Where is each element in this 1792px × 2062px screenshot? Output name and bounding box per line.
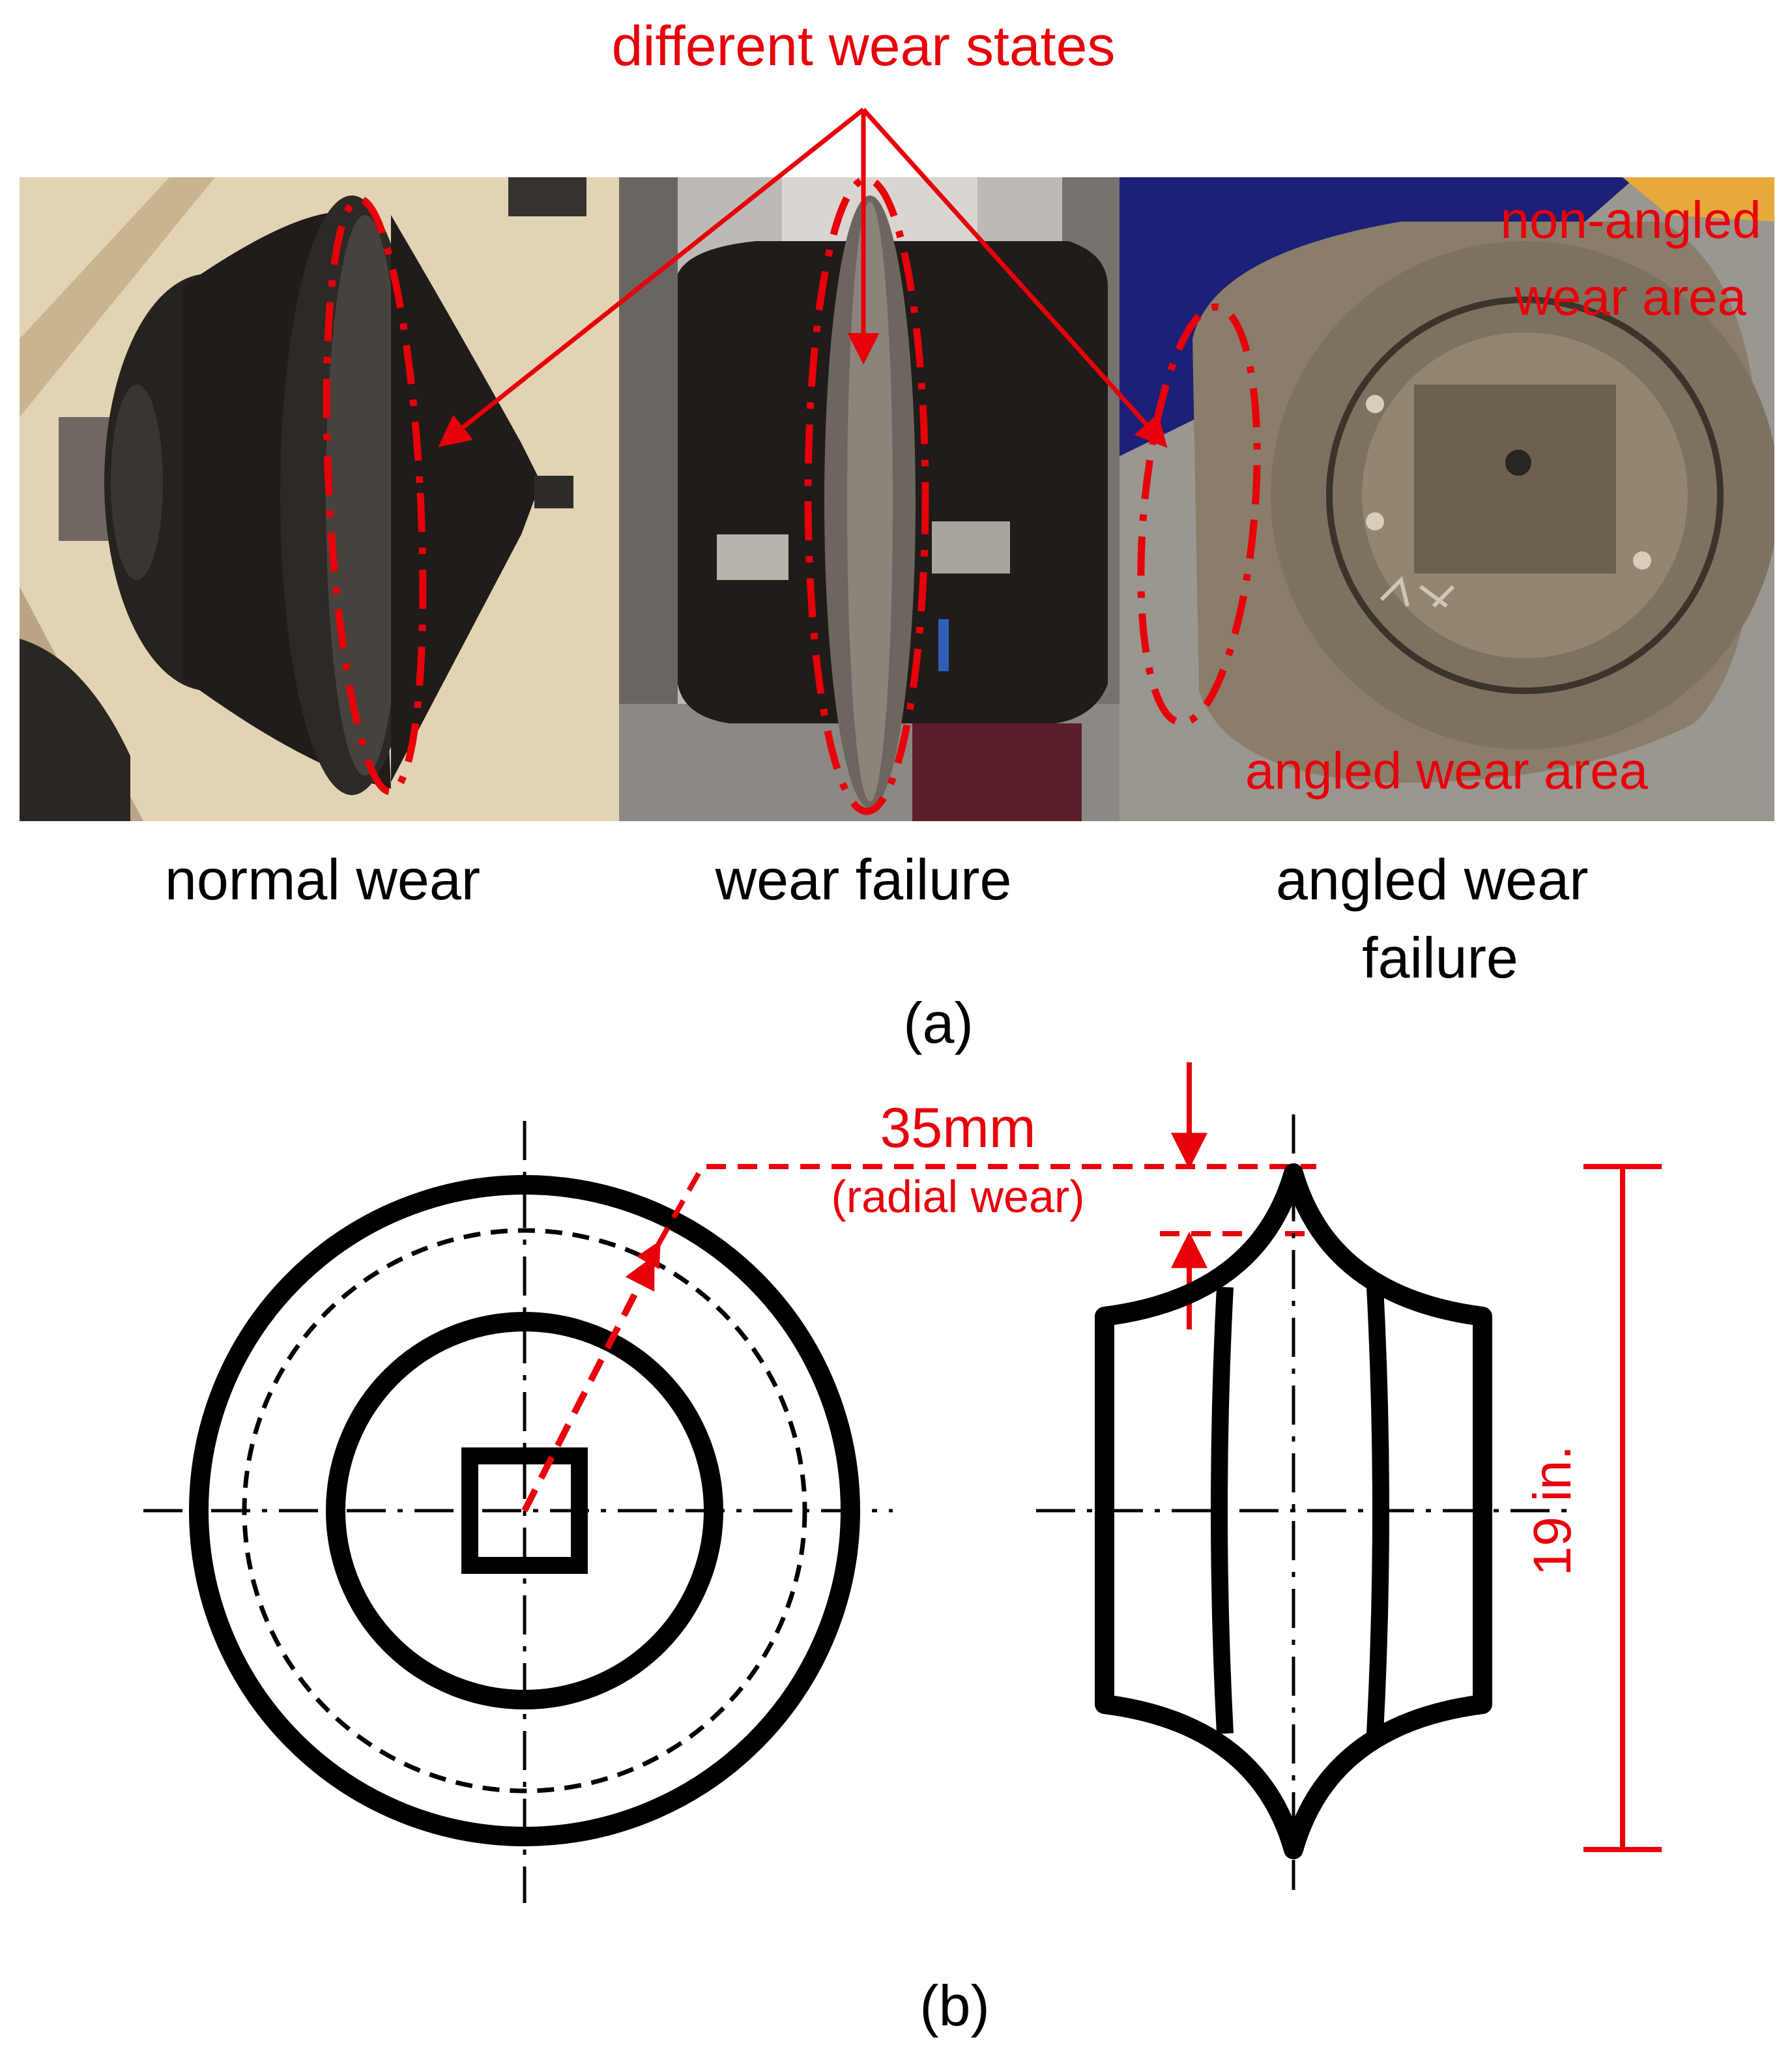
caption-angled-line2: failure: [1362, 925, 1518, 990]
panel-a-heading: different wear states: [612, 15, 1116, 78]
outer-rim-circle: [189, 1175, 860, 1846]
wear-zone-ellipse-angled: [1137, 303, 1261, 727]
photo-normal-wear: [20, 177, 619, 821]
photo-wear-failure: [619, 177, 1120, 821]
front-view-drawing: [143, 1121, 893, 1903]
side-view-drawing: [1036, 1114, 1577, 1890]
shaft-square: [461, 1447, 588, 1574]
non-angled-wear-area-label: non-angled wear area: [1500, 191, 1776, 326]
radial-wear-value: 35mm: [880, 1097, 1036, 1159]
hub-circle: [326, 1312, 723, 1709]
worn-profile-circle: [242, 1228, 807, 1793]
panel-a-label: (a): [903, 991, 974, 1055]
caption-angled-line1: angled wear: [1276, 847, 1588, 912]
caption-angled-wear-failure: angled wear failure: [1276, 847, 1604, 990]
panel-b-label: (b): [919, 1973, 990, 2038]
radial-arrow-center-to-wear: [521, 1255, 655, 1513]
side-profile-outline: [1095, 1163, 1492, 1859]
angled-wear-area-label: angled wear area: [1245, 742, 1649, 800]
wear-zone-ellipse-failure: [804, 175, 929, 815]
radial-wear-caption: (radial wear): [831, 1171, 1085, 1222]
caption-wear-failure: wear failure: [715, 847, 1012, 912]
caption-normal-wear: normal wear: [165, 847, 480, 912]
heading-arrow-to-normal: [438, 108, 865, 448]
diameter-label: 19 in.: [1523, 1445, 1582, 1576]
wear-zone-ellipse-normal: [323, 196, 427, 795]
photo-angled-wear-failure: [1120, 177, 1774, 821]
side-groove-right: [1366, 1286, 1389, 1734]
non-angled-label-line2: wear area: [1514, 268, 1746, 326]
side-groove-left: [1211, 1286, 1234, 1734]
non-angled-label-line1: non-angled: [1500, 191, 1761, 249]
heading-arrow-to-angled: [861, 108, 1168, 448]
